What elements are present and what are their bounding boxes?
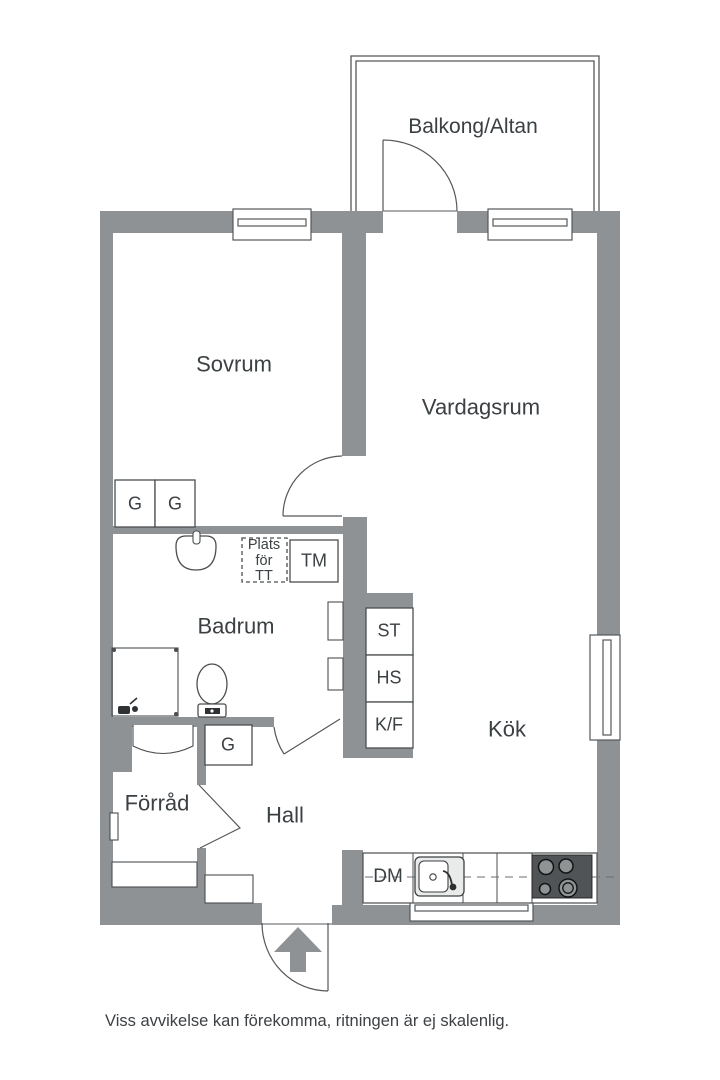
disclaimer-text: Viss avvikelse kan förekomma, ritningen … — [105, 1012, 510, 1030]
faucet-base — [449, 883, 457, 891]
bathroom-door-leaf — [283, 718, 341, 755]
room-label-storage: Förråd — [124, 790, 190, 816]
niches — [109, 601, 344, 904]
wall-storage-chunk — [100, 725, 132, 772]
wardrobe-label-2: G — [167, 493, 183, 514]
room-label-bedroom: Sovrum — [196, 351, 272, 377]
burner — [538, 882, 552, 896]
dryer-space-line-1: Plats — [247, 537, 281, 553]
wardrobe-label-hall: G — [220, 734, 236, 755]
kitchen-sink-icon — [414, 856, 465, 897]
dryer-space-label: Plats för TT — [247, 537, 281, 585]
fridge-freezer-label: K/F — [374, 714, 404, 735]
bathroom-door-arc — [273, 726, 285, 755]
shower-corner-dot — [174, 648, 178, 652]
sink-basin — [418, 860, 449, 893]
dryer-space-dashed-box — [241, 537, 288, 583]
wall-storage-partition-lower — [197, 848, 206, 888]
washing-machine-label: TM — [301, 550, 327, 571]
burner-large — [558, 878, 578, 898]
wall-bottom-entry-left — [205, 903, 262, 925]
wall-bottom-left-chunk — [100, 887, 205, 925]
hall-low-cabinet — [204, 874, 254, 904]
kitchen-window-glazing — [602, 639, 612, 736]
bathroom-shaft-upper — [327, 601, 344, 641]
kitchen-window — [589, 634, 621, 741]
washbasin-bowl — [175, 535, 217, 571]
cabinet-st-label: ST — [377, 620, 401, 641]
wall-bedroom-living — [342, 233, 366, 456]
wall-bedroom-bathroom — [110, 526, 343, 534]
room-label-balcony: Balkong/Altan — [408, 114, 538, 138]
cabinet-hs-label: HS — [376, 667, 402, 688]
wall-cabinet-cap-top — [366, 593, 413, 608]
bedroom-window — [232, 208, 312, 241]
storage-door-leaves — [198, 784, 241, 849]
balcony-door-arc — [382, 139, 458, 212]
storage-low-cabinet — [111, 861, 198, 888]
kitchen-counter — [362, 852, 618, 904]
wall-right — [597, 211, 620, 925]
fridge-freezer-box — [365, 701, 414, 749]
dryer-space-line-2: för — [255, 552, 273, 569]
windows — [232, 208, 621, 922]
kitchen-bottom-window-glazing — [414, 904, 529, 912]
entrance-arrow-icon — [274, 927, 322, 972]
living-room-window-glazing — [492, 218, 568, 227]
walls — [100, 211, 620, 925]
toilet-icon — [196, 663, 228, 718]
wall-storage-partition-upper — [197, 727, 206, 785]
burner-large-inner-ring — [562, 882, 574, 894]
dishwasher-label: DM — [373, 866, 403, 888]
cabinet-st-box — [365, 607, 414, 656]
room-label-kitchen: Kök — [488, 716, 526, 742]
stove-icon — [531, 854, 593, 899]
doors — [198, 139, 458, 992]
shower-corner-dot — [174, 712, 178, 716]
toilet-bowl — [196, 663, 228, 705]
wall-bathroom-kitchen — [343, 517, 367, 758]
room-label-bathroom: Badrum — [197, 613, 275, 639]
living-room-window — [487, 208, 573, 241]
dryer-space-line-3: TT — [255, 568, 273, 584]
burner — [558, 858, 574, 874]
bathroom-shaft-lower — [327, 657, 344, 691]
entry-door-arc — [261, 922, 329, 992]
room-label-hall: Hall — [266, 802, 304, 828]
shower-icon — [111, 647, 179, 717]
hall-wardrobe-box — [204, 724, 253, 766]
wall-cabinet-cap-bottom — [343, 748, 413, 758]
shower-area — [111, 647, 179, 717]
sink-drain — [429, 873, 437, 881]
balcony-outline — [350, 55, 600, 211]
hall-curved-closet — [132, 725, 194, 754]
bedroom-door-arc — [282, 455, 343, 517]
storage-wall-niche — [109, 812, 119, 841]
faucet-spout — [442, 870, 453, 886]
washbasin-tap — [192, 530, 201, 545]
room-label-living-room: Vardagsrum — [421, 394, 541, 420]
bedroom-wardrobe-2-box — [154, 479, 196, 528]
shower-handle — [132, 706, 138, 712]
wall-kitchen-counter-end — [342, 850, 363, 907]
washbasin-icon — [175, 530, 217, 571]
wall-bathroom-hall — [110, 717, 274, 727]
wardrobe-label-1: G — [127, 493, 143, 514]
bathroom-fixtures — [111, 530, 228, 718]
shower-corner-dot — [112, 648, 116, 652]
cabinets — [114, 479, 414, 766]
shower-hose — [129, 697, 138, 705]
bedroom-wardrobe-1-box — [114, 479, 156, 528]
shower-mixer — [118, 706, 130, 714]
balcony-inner-line — [355, 60, 595, 211]
washing-machine-box — [289, 539, 339, 583]
toilet-flush-dot — [210, 709, 214, 713]
balcony-outer-line — [350, 55, 600, 211]
burner — [537, 858, 555, 876]
bedroom-window-glazing — [237, 218, 307, 227]
